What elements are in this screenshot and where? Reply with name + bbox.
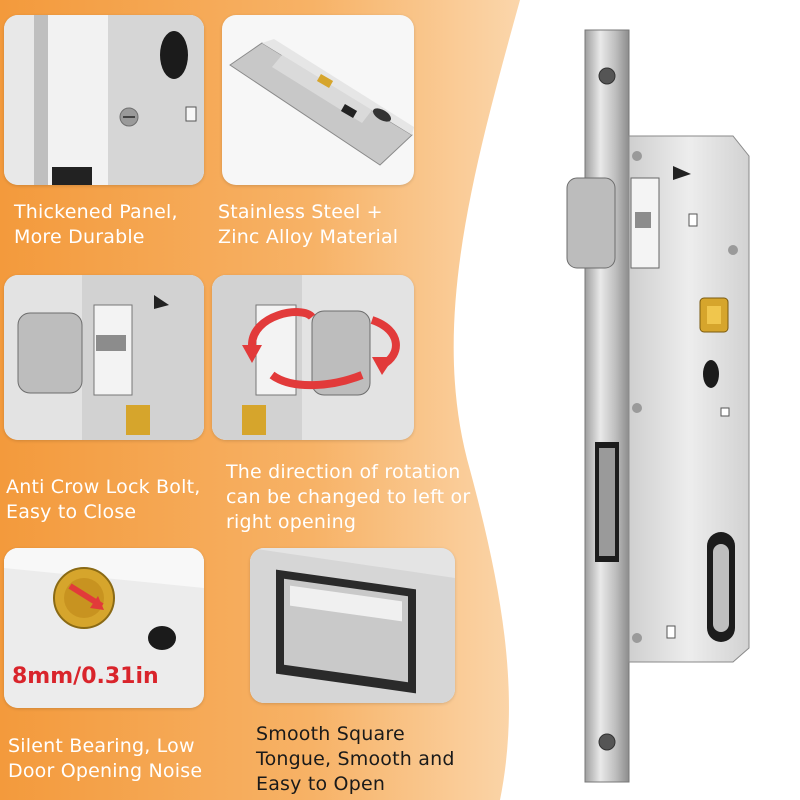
caption-rotation: The direction of rotation can be changed… [226, 461, 471, 533]
lock-body-angled-photo [222, 15, 414, 185]
rotation-direction-photo [212, 275, 414, 440]
latch-bolt-photo [4, 275, 204, 440]
mortise-lock-body [566, 29, 750, 783]
caption-material: Stainless Steel + Zinc Alloy Material [218, 201, 399, 248]
square-tongue-photo [250, 548, 455, 703]
caption-tongue: Smooth Square Tongue, Smooth and Easy to… [256, 723, 455, 795]
caption-bearing: Silent Bearing, Low Door Opening Noise [8, 735, 203, 782]
bearing-closeup-photo [4, 548, 204, 708]
bearing-size-label: 8mm/0.31in [12, 664, 159, 689]
caption-panel: Thickened Panel, More Durable [14, 201, 178, 248]
caption-bolt: Anti Crow Lock Bolt, Easy to Close [6, 476, 201, 523]
panel-closeup-photo [4, 15, 204, 185]
